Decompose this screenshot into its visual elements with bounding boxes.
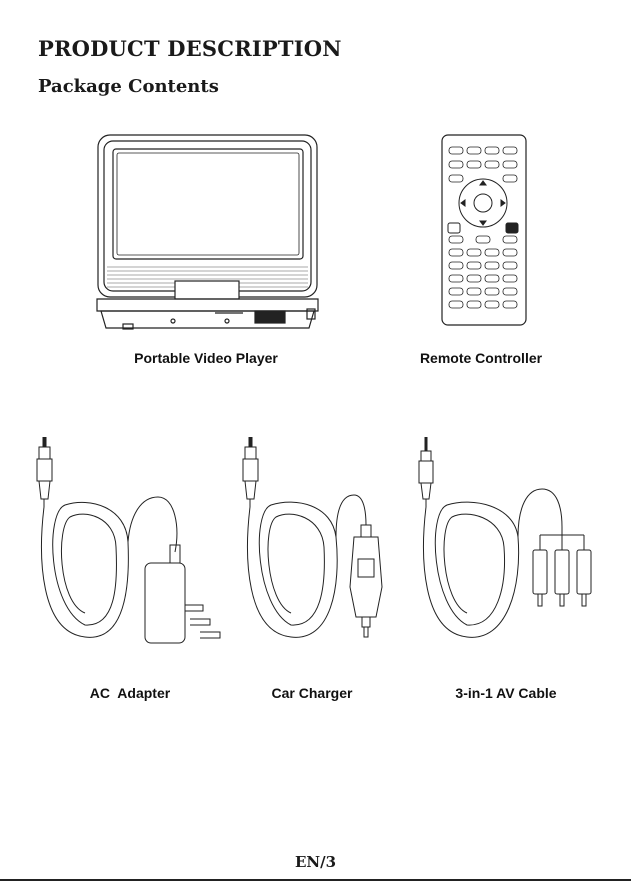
page-title: PRODUCT DESCRIPTION: [38, 36, 342, 61]
remote-controller-icon: [440, 133, 528, 327]
caption-ac-adapter: AC Adapter: [90, 685, 170, 701]
caption-av-cable: 3-in-1 AV Cable: [455, 685, 556, 701]
av-cable-icon: [412, 437, 612, 652]
car-charger-icon: [236, 437, 396, 652]
caption-remote-controller: Remote Controller: [420, 350, 542, 366]
caption-portable-video-player: Portable Video Player: [134, 350, 278, 366]
caption-car-charger: Car Charger: [272, 685, 353, 701]
section-title: Package Contents: [38, 76, 219, 97]
bottom-divider: [0, 879, 631, 881]
ac-adapter-icon: [30, 437, 230, 652]
portable-video-player-icon: [95, 133, 320, 333]
page-number: EN/3: [0, 853, 631, 871]
